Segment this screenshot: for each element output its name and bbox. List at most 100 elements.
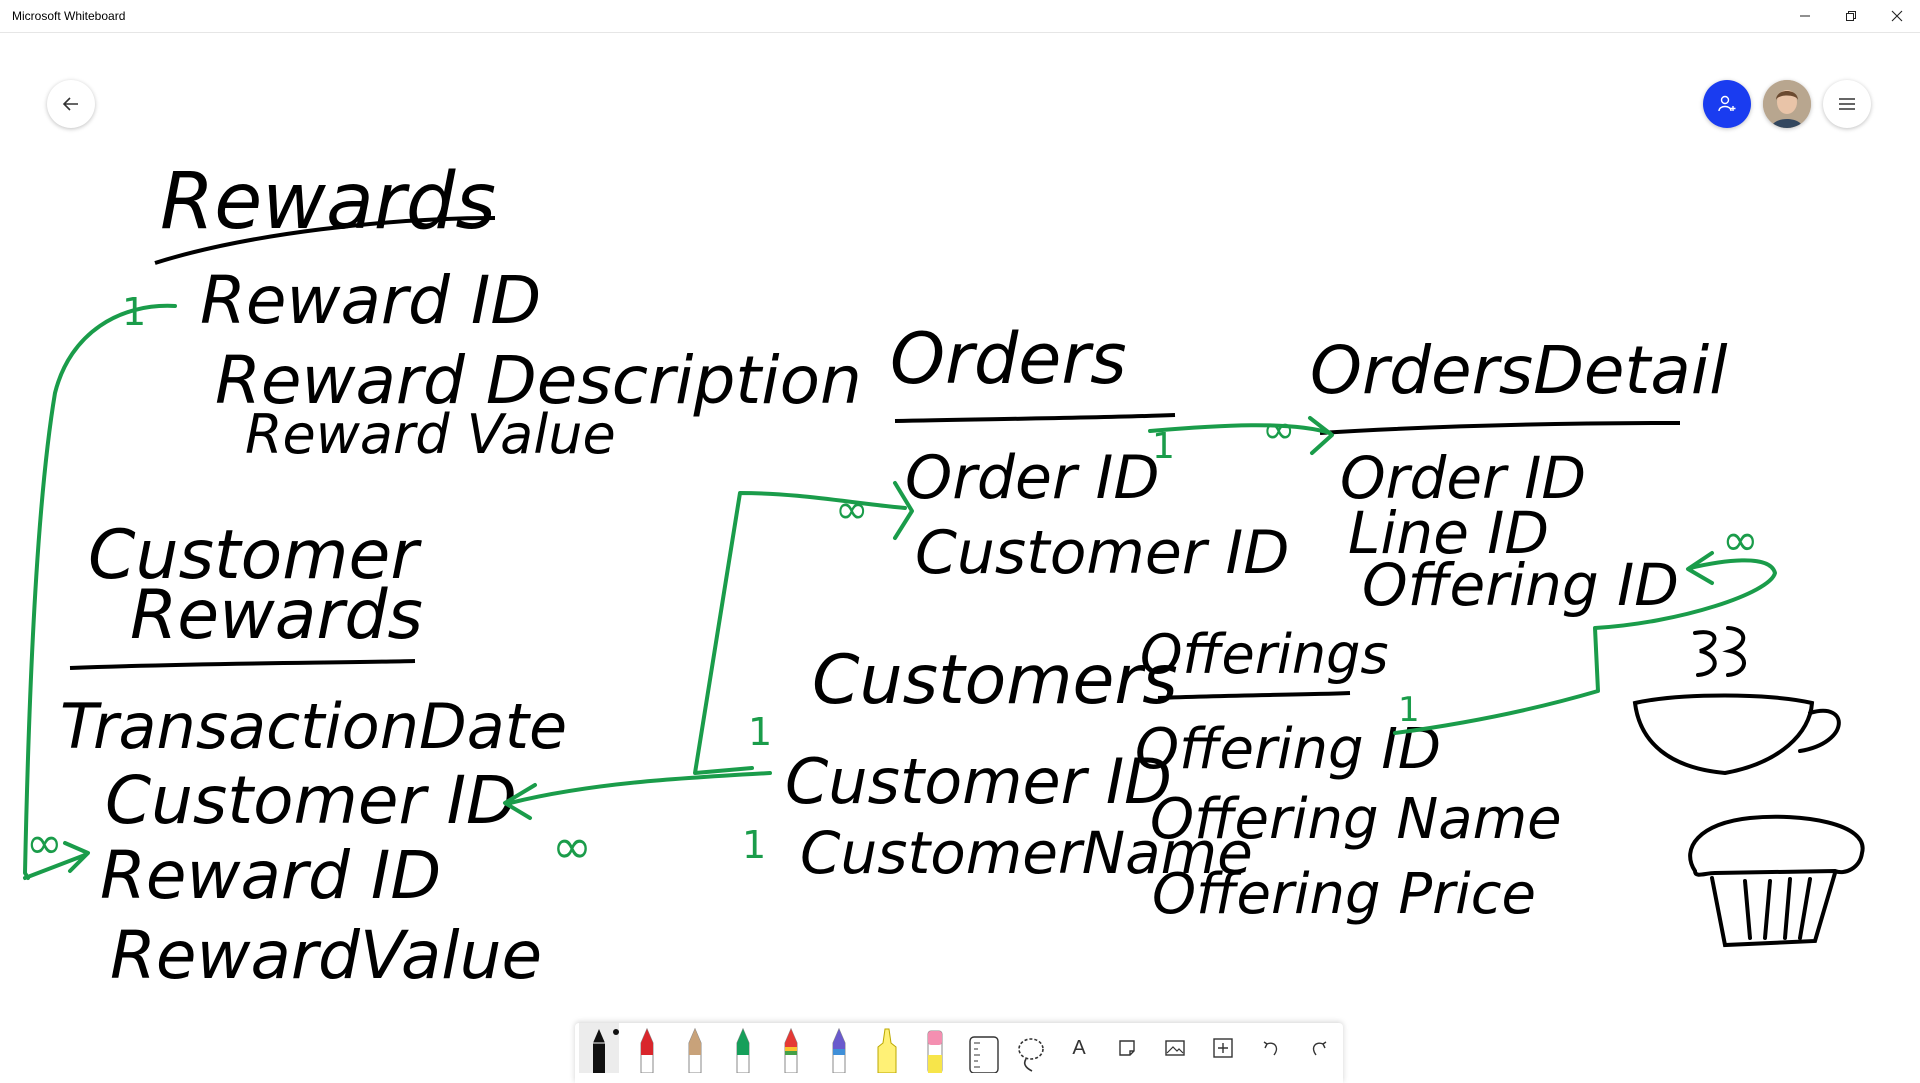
title-bar: Microsoft Whiteboard bbox=[0, 0, 1920, 33]
cardinality-one-customers-up: 1 bbox=[748, 710, 772, 754]
rel-orders-orders-detail bbox=[1148, 423, 1332, 435]
minimize-button[interactable] bbox=[1782, 0, 1828, 32]
orders-detail-title: OrdersDetail bbox=[1310, 332, 1728, 409]
rel-arrow-order-id bbox=[1308, 416, 1334, 455]
rel-customers-orders bbox=[693, 491, 907, 775]
undo-icon bbox=[1263, 1041, 1278, 1056]
invite-button[interactable] bbox=[1703, 80, 1751, 128]
cardinality-many-customer-rewards-2: ∞ bbox=[552, 819, 592, 875]
note-tool[interactable] bbox=[1107, 1023, 1147, 1073]
add-icon bbox=[1213, 1038, 1233, 1058]
red-pen-tool[interactable] bbox=[627, 1023, 667, 1073]
app-title: Microsoft Whiteboard bbox=[12, 9, 126, 23]
offerings-field-3: Offering Price bbox=[1152, 862, 1536, 927]
rel-rewards-customer-rewards bbox=[23, 303, 177, 880]
orders-detail-field-2: Line ID bbox=[1348, 499, 1549, 567]
orders-detail-field-1: Order ID bbox=[1340, 444, 1586, 512]
rel-offerings-orders-detail bbox=[1393, 558, 1777, 735]
restore-icon bbox=[1846, 11, 1856, 21]
tan-pen-tool[interactable] bbox=[675, 1023, 715, 1073]
orders-field-2: Customer ID bbox=[915, 518, 1289, 588]
customer-rewards-field-1: TransactionDate bbox=[60, 690, 567, 763]
offerings-title: Offerings bbox=[1140, 623, 1389, 686]
pen-toolbar: A bbox=[575, 1023, 1343, 1083]
customer-rewards-field-2: Customer ID bbox=[105, 762, 517, 839]
ruler-icon bbox=[969, 1036, 999, 1073]
customer-rewards-title-1: Customer bbox=[88, 516, 422, 595]
orders-detail-underline bbox=[1319, 421, 1681, 435]
customers-field-1: Customer ID bbox=[785, 745, 1172, 818]
offerings-underline bbox=[1157, 691, 1351, 700]
rel-arrow-orders-customer bbox=[893, 481, 914, 540]
lasso-tool[interactable] bbox=[1011, 1023, 1051, 1073]
red-pen-icon bbox=[640, 1027, 654, 1073]
rewards-field-2: Reward Description bbox=[215, 342, 862, 419]
restore-button[interactable] bbox=[1828, 0, 1874, 32]
undo-button[interactable] bbox=[1251, 1023, 1291, 1073]
close-icon bbox=[1891, 10, 1903, 22]
cardinality-one-orders: 1 bbox=[1152, 426, 1175, 467]
rewards-title: Rewards bbox=[160, 157, 496, 247]
orders-title: Orders bbox=[890, 318, 1127, 400]
cardinality-many-orders-detail-1: ∞ bbox=[1262, 407, 1295, 453]
redo-button[interactable] bbox=[1299, 1023, 1339, 1073]
highlighter-tool[interactable] bbox=[867, 1023, 907, 1073]
orders-detail-field-3: Offering ID bbox=[1362, 551, 1679, 619]
customer-rewards-field-4: RewardValue bbox=[110, 917, 542, 994]
customers-field-2: CustomerName bbox=[800, 819, 1253, 887]
image-tool[interactable] bbox=[1155, 1023, 1195, 1073]
customer-rewards-underline bbox=[69, 659, 416, 670]
highlighter-icon bbox=[877, 1028, 897, 1073]
minimize-icon bbox=[1800, 15, 1810, 17]
active-pen-dot bbox=[613, 1029, 619, 1035]
rel-arrow-reward-id bbox=[23, 841, 90, 880]
black-pen-icon bbox=[593, 1029, 605, 1073]
coffee-cup-doodle bbox=[1632, 626, 1841, 776]
menu-button[interactable] bbox=[1823, 80, 1871, 128]
galaxy-pen-icon bbox=[832, 1027, 846, 1073]
hamburger-menu-icon bbox=[1839, 98, 1855, 110]
ink-layer: Rewards Reward ID Reward Description Rew… bbox=[23, 157, 1865, 994]
rewards-underline bbox=[154, 216, 496, 265]
back-button[interactable] bbox=[47, 80, 95, 128]
offerings-field-1: Offering ID bbox=[1135, 717, 1441, 782]
customers-title: Customers bbox=[812, 641, 1178, 720]
rel-arrow-customer-id bbox=[503, 783, 537, 820]
rainbow-pen-tool[interactable] bbox=[771, 1023, 811, 1073]
green-pen-tool[interactable] bbox=[723, 1023, 763, 1073]
lasso-icon bbox=[1018, 1038, 1044, 1072]
cardinality-one-offerings: 1 bbox=[1398, 690, 1420, 730]
orders-underline bbox=[894, 413, 1176, 423]
note-icon bbox=[1119, 1040, 1135, 1056]
orders-field-1: Order ID bbox=[905, 443, 1160, 513]
offerings-field-2: Offering Name bbox=[1150, 787, 1562, 852]
green-pen-icon bbox=[736, 1027, 750, 1073]
ruler-tool[interactable] bbox=[963, 1023, 1003, 1073]
cardinality-many-orders-detail-2: ∞ bbox=[1722, 515, 1759, 566]
rewards-field-1: Reward ID bbox=[200, 262, 541, 339]
text-tool[interactable]: A bbox=[1059, 1023, 1099, 1073]
galaxy-pen-tool[interactable] bbox=[819, 1023, 859, 1073]
customer-rewards-field-3: Reward ID bbox=[100, 837, 441, 914]
whiteboard-canvas[interactable]: Rewards Reward ID Reward Description Rew… bbox=[0, 33, 1920, 1083]
person-add-icon bbox=[1718, 95, 1736, 112]
tan-pen-icon bbox=[688, 1027, 702, 1073]
close-button[interactable] bbox=[1874, 0, 1920, 32]
muffin-doodle bbox=[1688, 814, 1865, 948]
cardinality-many-customer-rewards-1: ∞ bbox=[26, 818, 63, 869]
cardinality-one-customers-left: 1 bbox=[742, 823, 766, 867]
eraser-tool[interactable] bbox=[915, 1023, 955, 1073]
rainbow-pen-icon bbox=[784, 1027, 798, 1073]
rewards-field-3: Reward Value bbox=[245, 403, 616, 466]
redo-icon bbox=[1312, 1041, 1327, 1056]
rel-customers-customer-rewards bbox=[508, 771, 772, 805]
avatar[interactable] bbox=[1763, 80, 1811, 128]
add-tool[interactable] bbox=[1203, 1023, 1243, 1073]
customer-rewards-title-2: Rewards bbox=[130, 576, 423, 655]
arrow-left-icon bbox=[62, 97, 78, 111]
user-avatar-icon bbox=[1763, 80, 1811, 128]
cardinality-many-orders: ∞ bbox=[835, 487, 868, 533]
rel-arrow-offering-id bbox=[1686, 551, 1714, 585]
cardinality-one-rewards: 1 bbox=[122, 290, 146, 334]
image-icon bbox=[1165, 1040, 1185, 1056]
